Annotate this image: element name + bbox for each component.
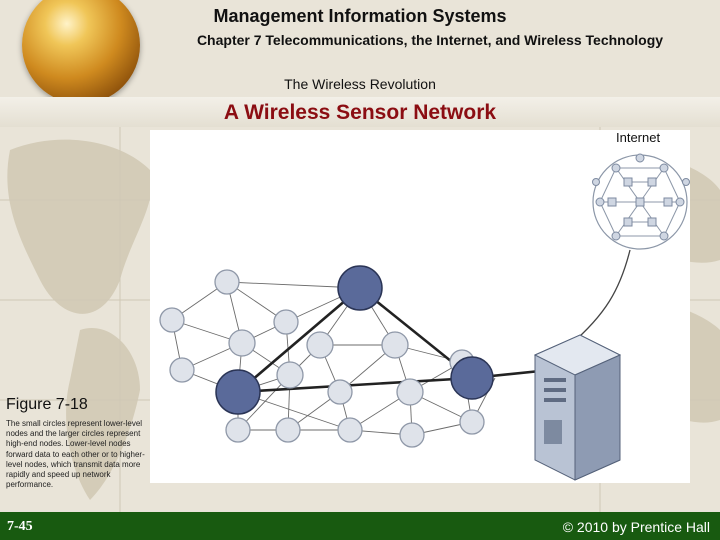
slide-header: Management Information Systems Chapter 7…	[0, 0, 720, 104]
slide-number: 7-45	[7, 519, 33, 534]
course-title: Management Information Systems	[213, 6, 507, 26]
slide-footer	[0, 512, 720, 540]
section-title: The Wireless Revolution	[284, 76, 436, 92]
slide-title: A Wireless Sensor Network	[223, 101, 497, 124]
figure-caption: The small circles represent lower-level …	[6, 419, 145, 490]
server-icon	[533, 334, 622, 481]
low-level-nodes	[159, 269, 485, 448]
high-end-nodes	[215, 265, 494, 415]
wireless-sensor-network-diagram: Internet	[150, 130, 690, 483]
copyright-notice: © 2010 by Prentice Hall	[562, 519, 710, 535]
internet-label: Internet	[616, 130, 660, 145]
title-band	[0, 97, 720, 127]
chapter-title: Chapter 7 Telecommunications, the Intern…	[196, 32, 664, 48]
figure-label: Figure 7-18	[6, 396, 88, 413]
internet-cloud-icon	[592, 153, 690, 250]
globe-logo-icon	[22, 0, 140, 104]
